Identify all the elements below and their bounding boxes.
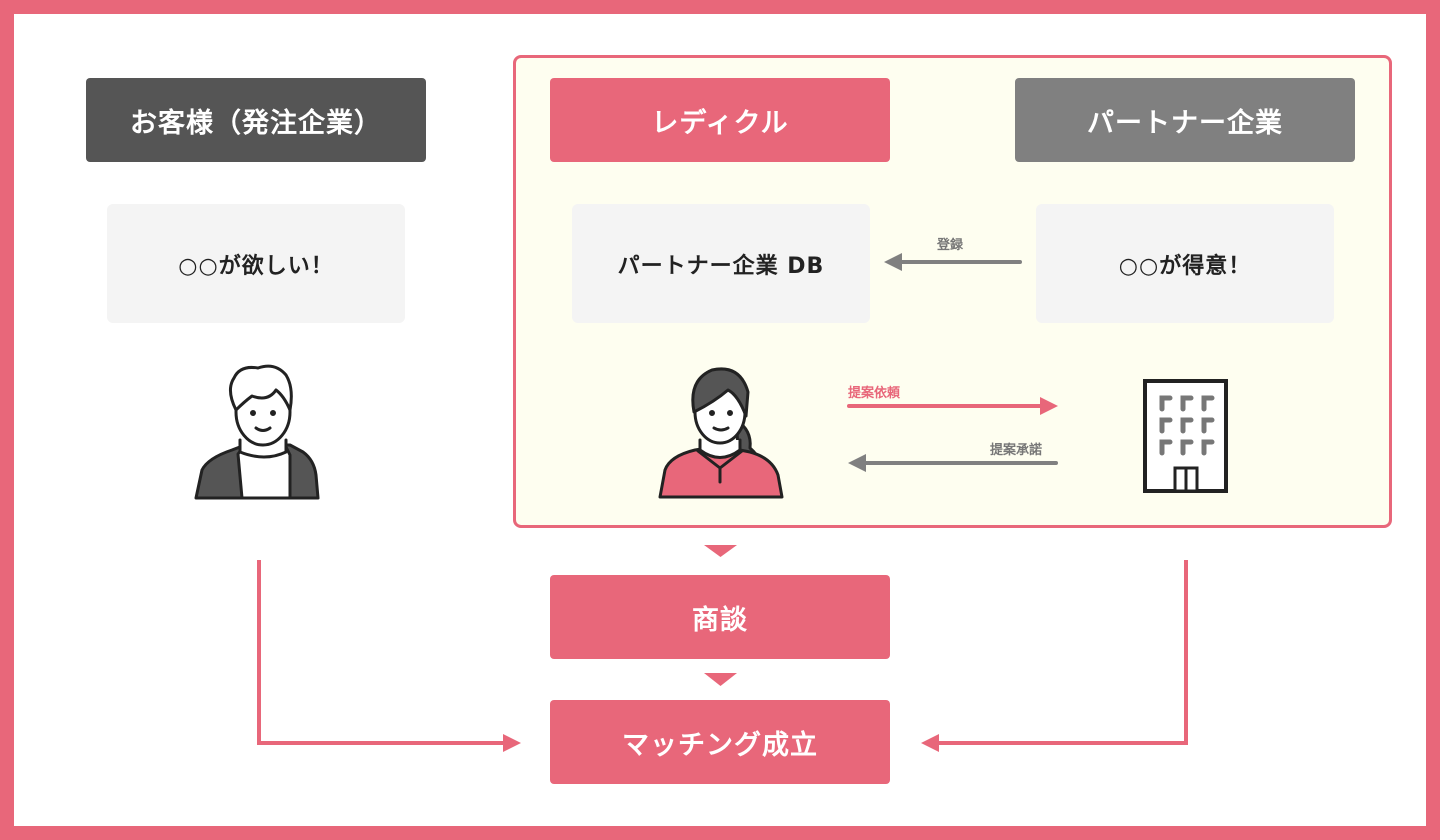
- customer-person-icon: [194, 364, 320, 500]
- proposal-request-arrow: [847, 397, 1058, 415]
- partner-header: パートナー企業: [1015, 78, 1355, 162]
- redical-header: レディクル: [550, 78, 890, 162]
- down-triangle-2: [704, 673, 737, 686]
- proposal-accept-label: 提案承諾: [990, 443, 1043, 458]
- partner-strength-bubble: ○○が得意！: [1036, 204, 1334, 323]
- down-triangle-1: [704, 545, 737, 557]
- customer-need-bubble: ○○が欲しい！: [107, 204, 405, 323]
- register-arrow: [884, 253, 1022, 271]
- proposal-request-label: 提案依頼: [848, 386, 901, 401]
- matching-box: マッチング成立: [550, 700, 890, 784]
- customer-flow-arrow: [257, 560, 521, 752]
- negotiation-box: 商談: [550, 575, 890, 659]
- customer-header: お客様（発注企業）: [86, 78, 426, 162]
- register-label: 登録: [937, 238, 964, 253]
- partner-flow-arrow: [921, 560, 1188, 752]
- proposal-accept-arrow: [848, 454, 1058, 472]
- partner-building-icon: [1143, 379, 1228, 493]
- redical-staff-icon: [658, 367, 784, 499]
- partner-db-box: パートナー企業 DB: [572, 204, 870, 323]
